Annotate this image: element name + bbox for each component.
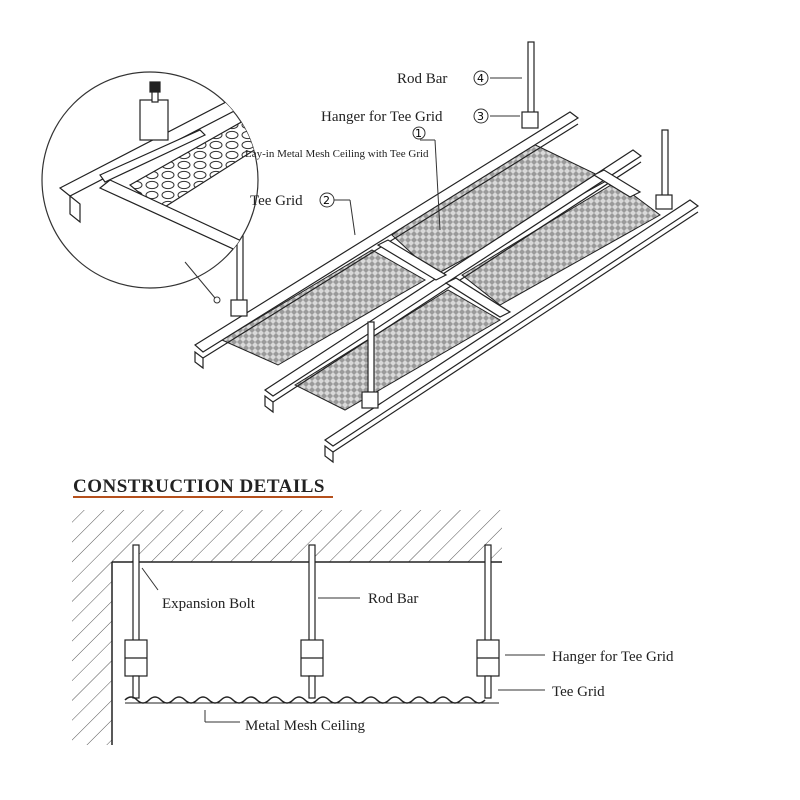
- num-tee-grid: 2: [323, 194, 330, 207]
- label-rod-bar-bottom: Rod Bar: [368, 591, 418, 607]
- bottom-leaders: [141, 567, 545, 723]
- magnified-detail: [41, 71, 259, 304]
- label-expansion-bolt: Expansion Bolt: [162, 596, 256, 612]
- iso-rod-bars: [230, 41, 673, 409]
- mesh-ceiling-profile: [124, 696, 486, 704]
- callout-circle-2: [319, 192, 335, 208]
- num-rod-bar: 4: [477, 72, 484, 85]
- label-hanger-top: Hanger for Tee Grid: [321, 109, 443, 125]
- isometric-ceiling-view: [193, 41, 700, 464]
- rod-assemblies: [124, 544, 500, 699]
- label-mesh-top: Lay-in Metal Mesh Ceiling with Tee Grid: [245, 148, 429, 160]
- label-tee-grid-top: Tee Grid: [250, 193, 303, 209]
- callout-circle-4: [473, 70, 489, 86]
- cross-tees: [376, 169, 642, 318]
- num-mesh: 1: [415, 127, 422, 140]
- section-title: CONSTRUCTION DETAILS: [73, 476, 325, 497]
- label-rod-bar-top: Rod Bar: [397, 71, 447, 87]
- top-leaders: [334, 77, 522, 236]
- num-hanger: 3: [477, 110, 484, 123]
- mesh-panels: [220, 139, 661, 411]
- label-mesh-ceiling: Metal Mesh Ceiling: [245, 718, 365, 734]
- section-view: [72, 510, 502, 745]
- label-tee-grid-bottom: Tee Grid: [552, 684, 605, 700]
- tee-grid-rails: [193, 111, 700, 464]
- label-hanger-bottom: Hanger for Tee Grid: [552, 649, 674, 665]
- callout-circle-3: [473, 108, 489, 124]
- callout-circle-1: [412, 126, 426, 140]
